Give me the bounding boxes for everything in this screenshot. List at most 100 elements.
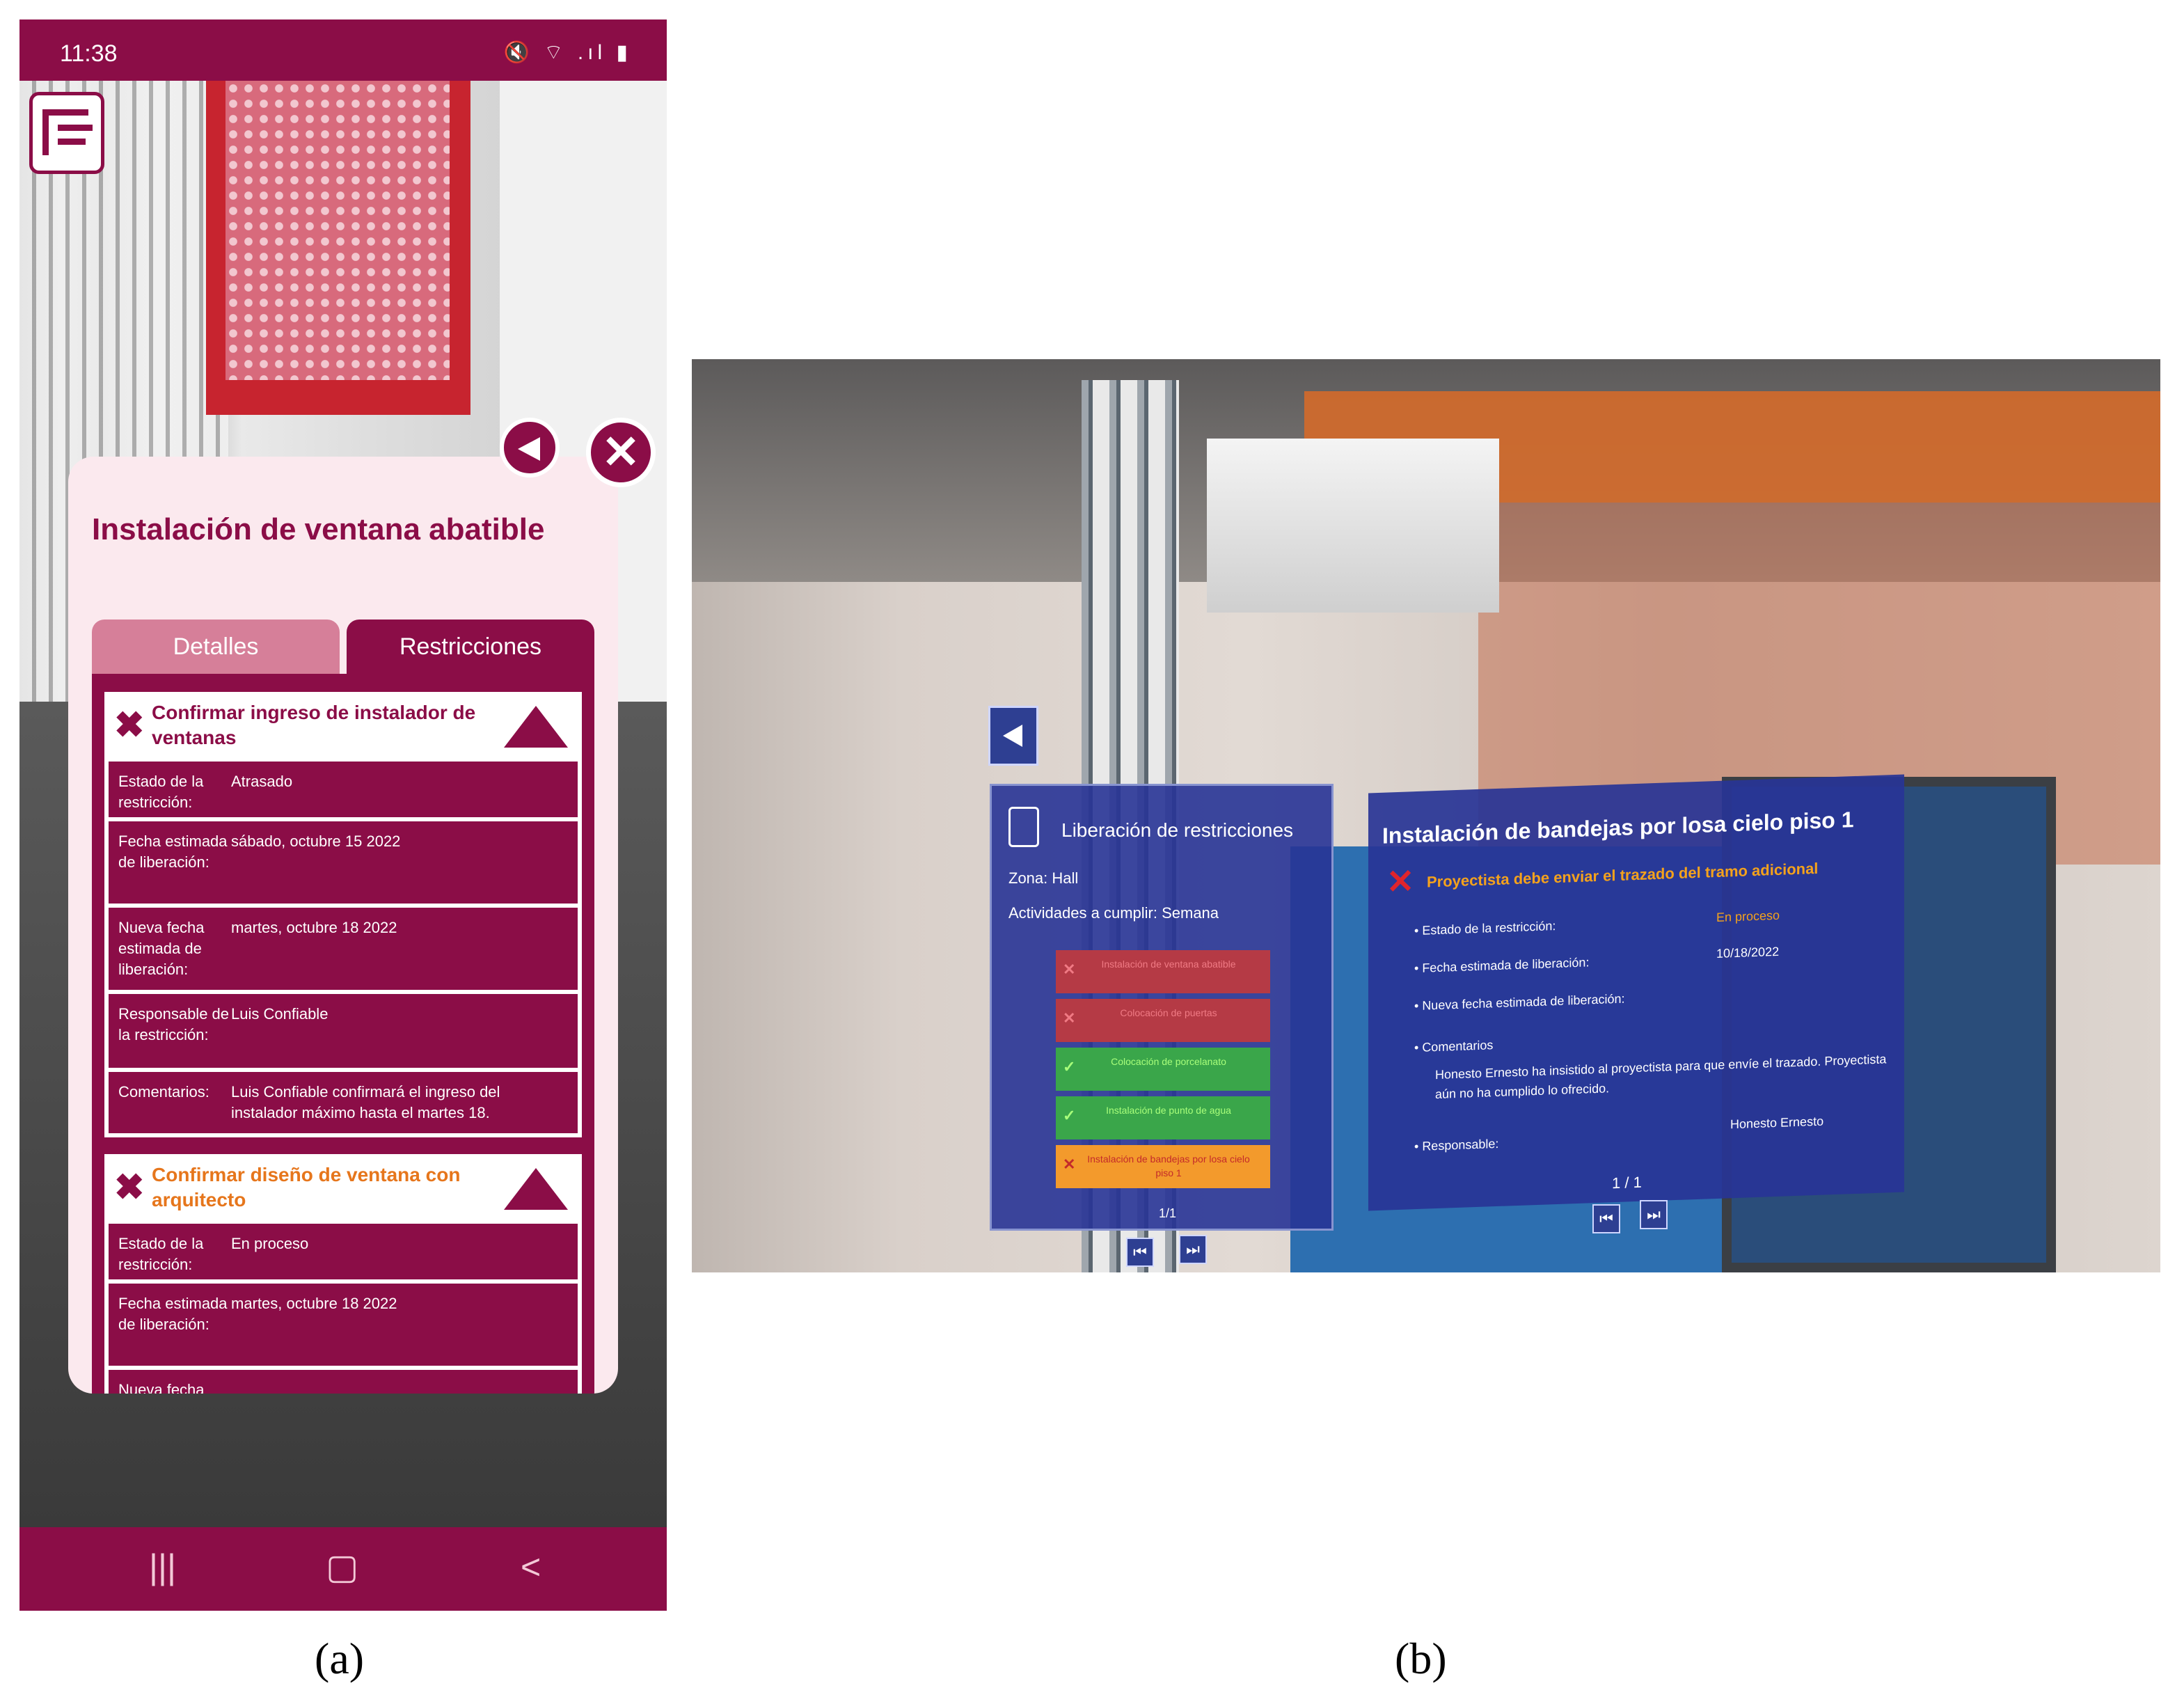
status-x-icon: ✖ (114, 1167, 145, 1208)
row-label: Responsable de la restricción: (118, 1005, 230, 1043)
liberation-panel: Liberación de restricciones Zona: Hall A… (990, 784, 1334, 1231)
row-value: sábado, octubre 15 2022 (231, 833, 401, 850)
field-label-text: Estado de la restricción: (1422, 919, 1556, 938)
status-x-icon: ✖ (114, 705, 145, 746)
ar-window-glass (225, 81, 450, 380)
row-label: Comentarios: (118, 1083, 209, 1100)
logo-stroke (42, 109, 88, 155)
restriction-detail-panel: Instalación de bandejas por losa cielo p… (1368, 774, 1904, 1211)
clipboard-icon (1008, 807, 1039, 847)
restriction-header[interactable]: ✖ Confirmar ingreso de instalador de ven… (109, 696, 578, 757)
field-value: Honesto Ernesto (1730, 1114, 1824, 1132)
detail-row: Nueva fecha estimada de liberación: mart… (109, 908, 578, 990)
status-icons: 🔇 ⌔ .ıl ▮ (503, 41, 632, 64)
hololens-ar-view: Liberación de restricciones Zona: Hall A… (692, 359, 2160, 1272)
check-icon: ✓ (1063, 1107, 1076, 1124)
collapse-triangle-icon[interactable] (504, 1168, 568, 1210)
field-label: • Nueva fecha estimada de liberación: (1414, 991, 1625, 1013)
activity-item[interactable]: ✕ Colocación de puertas (1056, 999, 1270, 1042)
check-icon: ✓ (1063, 1058, 1076, 1075)
row-label: Estado de la restricción: (118, 1235, 204, 1273)
close-icon[interactable]: ✕ (586, 418, 656, 487)
android-nav-bar: ||| ▢ < (19, 1527, 667, 1611)
field-value: 10/18/2022 (1716, 944, 1780, 961)
first-page-icon[interactable]: ⏮ (1126, 1238, 1154, 1267)
activity-item[interactable]: ✕ Instalación de ventana abatible (1056, 950, 1270, 993)
row-label: Fecha estimada de liberación: (118, 1295, 228, 1333)
caption-b: (b) (1395, 1634, 1447, 1683)
row-value: En proceso (231, 1235, 309, 1252)
activity-label: Colocación de porcelanato (1111, 1056, 1226, 1067)
logo-stroke (58, 139, 86, 145)
field-label: • Comentarios (1414, 1038, 1494, 1055)
activity-item[interactable]: ✓ Colocación de porcelanato (1056, 1048, 1270, 1091)
ar-back-icon[interactable] (988, 706, 1038, 766)
status-time: 11:38 (60, 40, 118, 67)
field-label-text: Fecha estimada de liberación: (1422, 955, 1590, 975)
card-title: Instalación de ventana abatible (92, 512, 545, 546)
row-label: Nueva fecha (118, 1381, 205, 1394)
field-label-text: Comentarios (1422, 1038, 1494, 1055)
comment-text: Honesto Ernesto ha insistido al proyecti… (1435, 1052, 1887, 1102)
liberation-title: Liberación de restricciones (1061, 819, 1294, 841)
page-indicator: 1 / 1 (1612, 1173, 1642, 1192)
detail-row: Nueva fecha (109, 1370, 578, 1394)
detail-row: Fecha estimada de liberación: sábado, oc… (109, 821, 578, 904)
field-value: En proceso (1716, 908, 1780, 924)
first-page-icon[interactable]: ⏮ (1592, 1204, 1620, 1233)
field-label: • Responsable: (1414, 1136, 1499, 1154)
page-indicator: 1/1 (1159, 1206, 1177, 1220)
restriction-card: ✖ Confirmar diseño de ventana con arquit… (104, 1154, 582, 1394)
tab-detalles[interactable]: Detalles (92, 620, 340, 675)
activity-label: Colocación de puertas (1120, 1007, 1217, 1018)
row-label: Nueva fecha estimada de liberación: (118, 919, 205, 978)
restriction-title: Confirmar diseño de ventana con arquitec… (152, 1164, 461, 1210)
restriction-title: Confirmar ingreso de instalador de venta… (152, 702, 476, 748)
activities-label: Actividades a cumplir: Semana (1008, 904, 1219, 922)
logo-stroke (58, 125, 93, 131)
restriction-name: Proyectista debe enviar el trazado del t… (1427, 859, 1819, 891)
activity-label: Instalación de punto de agua (1106, 1105, 1231, 1116)
restrictions-panel[interactable]: ✖ Confirmar ingreso de instalador de ven… (92, 674, 594, 1394)
recent-apps-icon[interactable]: ||| (149, 1547, 176, 1586)
field-label-text: Responsable: (1422, 1136, 1499, 1153)
row-value: Atrasado (231, 773, 293, 790)
ac-cassette-unit (1207, 439, 1499, 613)
phone-screenshot: 11:38 🔇 ⌔ .ıl ▮ Instalación de ventana a… (19, 19, 667, 1611)
row-value: Luis Confiable confirmará el ingreso del… (231, 1083, 500, 1121)
back-icon[interactable]: < (521, 1547, 541, 1586)
row-label: Estado de la restricción: (118, 773, 204, 811)
field-label-text: Nueva fecha estimada de liberación: (1422, 991, 1625, 1013)
last-page-icon[interactable]: ⏭ (1179, 1235, 1207, 1264)
detail-row: Responsable de la restricción: Luis Conf… (109, 994, 578, 1068)
tab-restricciones[interactable]: Restricciones (347, 620, 594, 675)
x-icon: ✕ (1063, 1009, 1076, 1027)
back-triangle-icon[interactable] (500, 418, 560, 478)
row-value: martes, octubre 18 2022 (231, 1295, 397, 1312)
home-icon[interactable]: ▢ (326, 1547, 359, 1586)
activity-card: Instalación de ventana abatible Detalles… (68, 457, 618, 1394)
activity-label: Instalación de ventana abatible (1101, 958, 1236, 970)
detail-row: Estado de la restricción: Atrasado (109, 762, 578, 817)
last-page-icon[interactable]: ⏭ (1640, 1200, 1668, 1229)
status-x-icon: ✕ (1386, 863, 1415, 901)
restriction-card: ✖ Confirmar ingreso de instalador de ven… (104, 692, 582, 1137)
collapse-triangle-icon[interactable] (504, 706, 568, 748)
detail-row: Estado de la restricción: En proceso (109, 1224, 578, 1279)
x-icon: ✕ (1063, 961, 1076, 978)
activity-label: Instalación de bandejas por losa cielo p… (1087, 1153, 1250, 1178)
status-bar: 11:38 🔇 ⌔ .ıl ▮ (19, 19, 667, 81)
row-value: martes, octubre 18 2022 (231, 919, 397, 936)
detail-row: Fecha estimada de liberación: martes, oc… (109, 1284, 578, 1366)
x-icon: ✕ (1063, 1155, 1076, 1173)
detail-row: Comentarios: Luis Confiable confirmará e… (109, 1072, 578, 1133)
field-label: • Estado de la restricción: (1414, 919, 1556, 938)
row-label: Fecha estimada de liberación: (118, 833, 228, 871)
activity-item[interactable]: ✓ Instalación de punto de agua (1056, 1096, 1270, 1139)
restriction-header[interactable]: ✖ Confirmar diseño de ventana con arquit… (109, 1158, 578, 1220)
detail-title: Instalación de bandejas por losa cielo p… (1382, 807, 1854, 849)
app-logo-icon[interactable] (29, 92, 104, 174)
row-value: Luis Confiable (231, 1005, 329, 1023)
activity-item[interactable]: ✕ Instalación de bandejas por losa cielo… (1056, 1145, 1270, 1188)
zone-label: Zona: Hall (1008, 869, 1079, 887)
